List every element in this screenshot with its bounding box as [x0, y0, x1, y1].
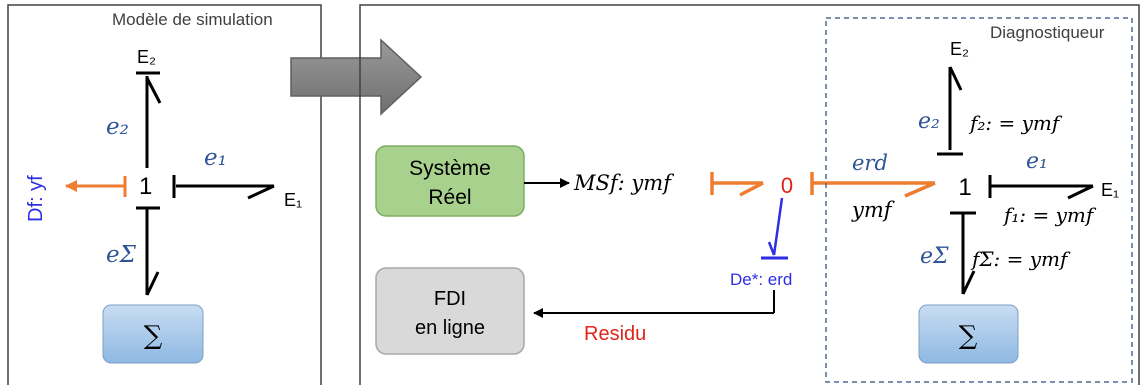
- msf-zero-half-arrow: [739, 181, 764, 197]
- fdi-box: [375, 267, 525, 355]
- left-e2-label: E₂: [137, 47, 156, 67]
- diag-fsigma: fΣ: = ymf: [970, 247, 1071, 271]
- residu-label: Residu: [584, 323, 646, 345]
- half-arrow-sum: [145, 271, 160, 296]
- left-panel-title: Modèle de simulation: [112, 10, 273, 29]
- diag-half-arrow-sum: [961, 270, 976, 295]
- diag-half-arrow-e1: [1067, 184, 1094, 200]
- half-arrow-up-e2: [145, 77, 162, 104]
- fdi-line2: en ligne: [415, 317, 485, 339]
- left-panel: Modèle de simulation E₂ e₂ 1 E₁ e₁ Df: y…: [7, 4, 322, 385]
- left-sum-box: [102, 304, 204, 364]
- diag-f2: f₂: = ymf: [968, 111, 1063, 135]
- systeme-reel-box: [375, 145, 525, 217]
- diag-junction-1: 1: [958, 174, 971, 201]
- de-half-arrow: [767, 241, 776, 256]
- diag-effort-esigma: eΣ: [920, 244, 949, 269]
- erd-half-arrow: [904, 181, 936, 198]
- diag-e1-label: E₁: [1101, 180, 1119, 200]
- zero-junction: 0: [781, 173, 793, 198]
- diag-e2-label: E₂: [950, 39, 969, 59]
- left-sum-symbol: ∑: [144, 321, 163, 351]
- left-junction-1: 1: [139, 173, 152, 200]
- left-effort-e1: e₁: [204, 145, 227, 171]
- diag-sum-box: [918, 304, 1019, 364]
- diag-sum-symbol: ∑: [959, 321, 978, 351]
- diagnostiqueur: Diagnostiqueur E₂ e₂ f₂: = ymf 1 E₁ e₁ f…: [825, 17, 1133, 383]
- systeme-reel-line2: Réel: [428, 186, 471, 209]
- left-effort-e2: e₂: [106, 114, 129, 140]
- left-panel-frame: [7, 4, 322, 385]
- diag-effort-e1: e₁: [1026, 149, 1048, 174]
- main-panel-frame: [359, 4, 1140, 385]
- erd-label: erd: [852, 151, 888, 175]
- left-e1-label: E₁: [284, 190, 302, 210]
- transition-arrow: [290, 38, 423, 116]
- diagnostiqueur-title: Diagnostiqueur: [990, 23, 1105, 42]
- diagnostiqueur-frame: [825, 17, 1133, 383]
- diag-effort-e2: e₂: [918, 109, 940, 134]
- half-arrow-e1: [247, 184, 275, 200]
- msf-label: MSf: ymf: [573, 171, 674, 195]
- de-bond: [772, 197, 784, 256]
- systeme-reel-line1: Système: [409, 157, 491, 180]
- diag-half-arrow-e2: [948, 66, 963, 91]
- fdi-line1: FDI: [434, 288, 466, 310]
- ymf-label: ymf: [851, 198, 895, 222]
- main-panel: Système Réel MSf: ymf 0 erd ymf De*: erd…: [359, 4, 1140, 385]
- left-effort-esigma: eΣ: [106, 242, 137, 268]
- diag-f1: f₁: = ymf: [1002, 203, 1097, 227]
- detector-label: Df: yf: [25, 175, 47, 222]
- de-label: De*: erd: [730, 270, 792, 289]
